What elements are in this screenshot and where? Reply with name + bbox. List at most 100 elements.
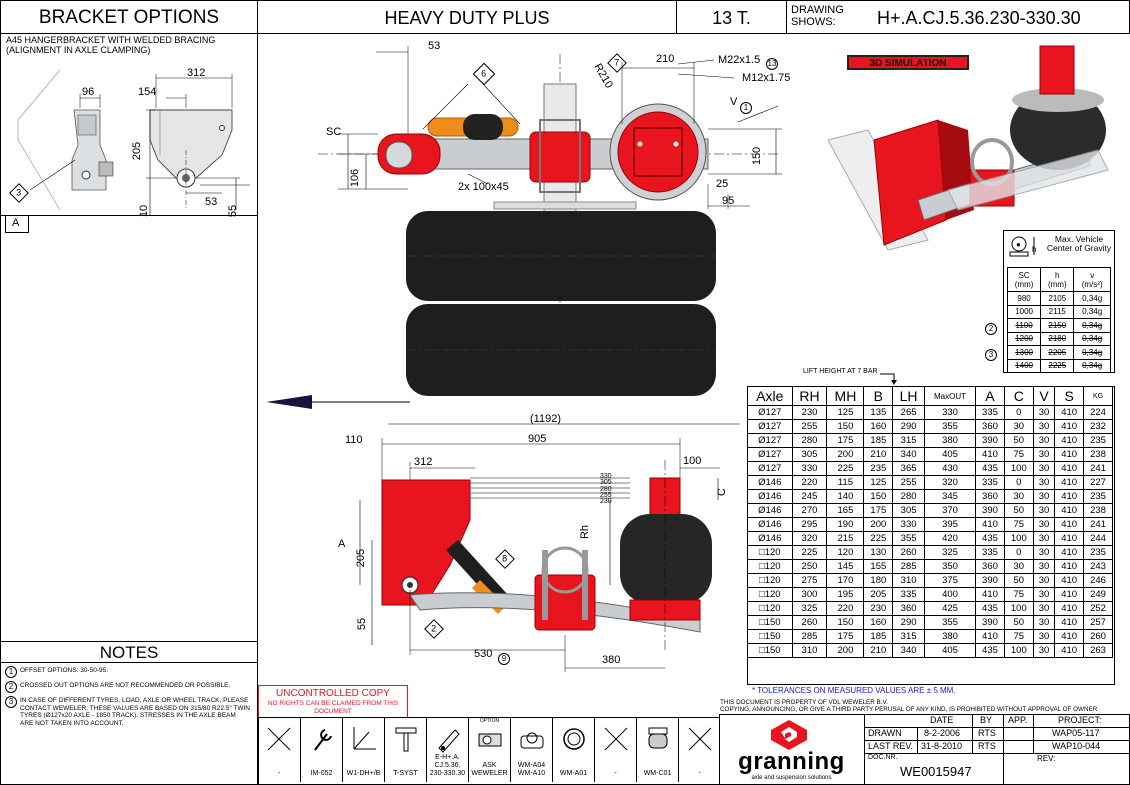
side-dim-210: 210 — [656, 53, 675, 65]
spec-cell: 280 — [791, 433, 828, 448]
icon-strip-cell: WM-A01 — [552, 718, 594, 782]
spec-cell: 410 — [1054, 573, 1085, 588]
stamp-line1: UNCONTROLLED COPY — [276, 688, 390, 699]
spec-cell: 235 — [1083, 489, 1113, 504]
spec-cell: 185 — [863, 433, 894, 448]
spec-cell: 285 — [791, 629, 828, 644]
spec-cell: 50 — [1003, 615, 1034, 630]
spec-cell: Ø146 — [747, 503, 793, 518]
spec-cell: 270 — [791, 503, 828, 518]
option-icon — [475, 724, 505, 754]
note-1: 1 OFFSET OPTIONS: 30-50-95. — [5, 666, 253, 678]
plan-height-255: 255 — [600, 491, 612, 499]
side-dim-bolt: 2x 100x45 — [458, 181, 509, 193]
spec-cell: 405 — [923, 643, 977, 658]
spec-cell: 241 — [1083, 517, 1113, 532]
spec-cell: 30 — [1032, 461, 1056, 476]
spec-cell: 263 — [1083, 643, 1113, 658]
rev-by-header: BY — [980, 715, 993, 725]
spec-cell: 190 — [826, 517, 865, 532]
spec-cell: 30 — [1032, 517, 1056, 532]
plan-view-drawing — [359, 423, 740, 672]
spec-cell: 425 — [923, 601, 977, 616]
spec-cell: 355 — [923, 615, 977, 630]
spec-cell: 325 — [923, 545, 977, 560]
spec-cell: 435 — [975, 531, 1005, 546]
spec-cell: 300 — [791, 587, 828, 602]
logo-tagline: axle and suspension solutions — [751, 775, 832, 781]
spec-cell: 120 — [826, 545, 865, 560]
spec-cell: 315 — [892, 629, 925, 644]
note-3-text: IN CASE OF DIFFERENT TYRES, LOAD, AXLE O… — [20, 697, 250, 727]
spec-cell: 238 — [1083, 447, 1113, 462]
bracket-options-title: BRACKET OPTIONS — [38, 7, 220, 28]
spec-cell: 410 — [1054, 405, 1085, 420]
spec-cell: 30 — [1032, 489, 1056, 504]
spec-cell: 340 — [892, 447, 925, 462]
spec-cell: 30 — [1003, 489, 1034, 504]
spec-cell: Ø127 — [747, 447, 793, 462]
spec-cell: 310 — [791, 643, 828, 658]
granning-logo-icon — [771, 720, 807, 750]
side-dim-53: 53 — [428, 40, 441, 52]
spec-cell: 285 — [892, 559, 925, 574]
spec-cell: 330 — [791, 461, 828, 476]
spec-cell: 410 — [1054, 559, 1085, 574]
col-v: V — [1032, 386, 1056, 406]
spec-cell: 185 — [863, 629, 894, 644]
tolerance-note: * TOLERANCES ON MEASURED VALUES ARE ± 5 … — [752, 686, 956, 695]
spec-cell: □150 — [747, 615, 793, 630]
icon-strip-label: - — [614, 770, 617, 777]
col-c: C — [1003, 386, 1034, 406]
ownership-line1: THIS DOCUMENT IS PROPERTY OF VDL WEWELER… — [720, 699, 888, 706]
spec-cell: □120 — [747, 545, 793, 560]
spec-cell: 375 — [923, 573, 977, 588]
spec-cell: 335 — [975, 545, 1005, 560]
cog-table-box: ● h Max. Vehicle Center of Gravity SC (m… — [1003, 230, 1115, 373]
spec-cell: 150 — [826, 615, 865, 630]
icon-strip-label: WM-A01 — [559, 770, 588, 777]
wrench-icon — [307, 724, 337, 754]
spec-cell: 265 — [892, 405, 925, 420]
spec-cell: 230 — [791, 405, 828, 420]
spec-cell: 100 — [1003, 601, 1034, 616]
spec-cell: 125 — [826, 405, 865, 420]
side-callout-7: 7 — [614, 57, 620, 68]
spec-cell: 30 — [1032, 405, 1056, 420]
spec-cell: 200 — [826, 643, 865, 658]
uncontrolled-stamp: UNCONTROLLED COPY NO RIGHTS CAN BE CLAIM… — [258, 685, 408, 718]
model-header: HEAVY DUTY PLUS — [257, 0, 677, 34]
force-graph-icon — [349, 724, 379, 754]
icon-top-label: OPTION — [479, 718, 500, 724]
spec-cell: 420 — [923, 531, 977, 546]
spec-cell: 325 — [791, 601, 828, 616]
icon-strip-label: ASK WEWELER — [471, 762, 508, 777]
spec-cell: 255 — [892, 475, 925, 490]
spec-cell: 235 — [1083, 545, 1113, 560]
spec-cell: 355 — [892, 531, 925, 546]
spec-cell: 160 — [863, 419, 894, 434]
plan-dim-312: 312 — [414, 456, 433, 468]
spec-cell: 160 — [863, 615, 894, 630]
spec-cell: 410 — [1054, 517, 1085, 532]
side-dim-m22: M22x1.5 — [718, 54, 761, 66]
spec-cell: 280 — [892, 489, 925, 504]
bracket-dim-53: 53 — [205, 196, 218, 208]
spec-cell: 235 — [1083, 433, 1113, 448]
plan-height-230: 230 — [600, 498, 612, 506]
bracket-drawing — [17, 69, 250, 215]
plan-dim-a: A — [338, 538, 346, 550]
spec-cell: 30 — [1032, 629, 1056, 644]
spec-cell: □120 — [747, 573, 793, 588]
spec-cell: 395 — [923, 517, 977, 532]
